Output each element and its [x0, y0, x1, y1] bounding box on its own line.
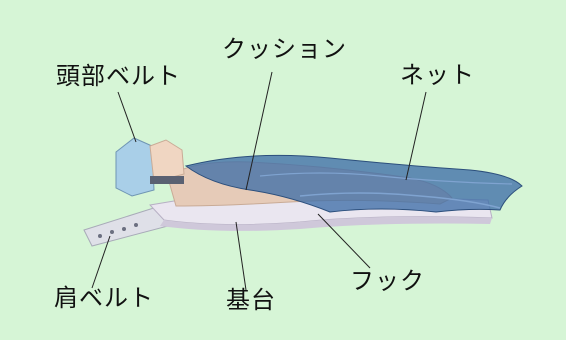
- leader-line-shoulder: [91, 235, 111, 289]
- leader-line-head-belt: [117, 91, 137, 143]
- label-base: 基台: [226, 286, 276, 314]
- shoulder-belt-hole: [110, 230, 114, 234]
- device-illustration: [83, 71, 523, 291]
- leader-line-net: [405, 91, 427, 181]
- net-fold: [299, 192, 501, 209]
- shoulder-belt-hole: [98, 234, 102, 238]
- headrest-front: [149, 139, 185, 183]
- headrest-strap: [150, 176, 184, 184]
- label-shoulder-belt: 肩ベルト: [54, 284, 154, 312]
- label-head-belt: 頭部ベルト: [56, 62, 181, 90]
- shoulder-belt-hole: [122, 227, 126, 231]
- label-cushion: クッション: [222, 35, 347, 63]
- leader-line-cushion: [245, 71, 273, 191]
- label-hook: フック: [350, 267, 425, 295]
- shoulder-belt-hole: [134, 223, 138, 227]
- base-board-edge: [160, 216, 492, 231]
- headrest-block: [115, 137, 155, 197]
- label-net: ネット: [400, 61, 475, 89]
- net-fold: [259, 172, 513, 185]
- leader-line-base: [235, 221, 247, 291]
- leader-line-hook: [317, 213, 371, 269]
